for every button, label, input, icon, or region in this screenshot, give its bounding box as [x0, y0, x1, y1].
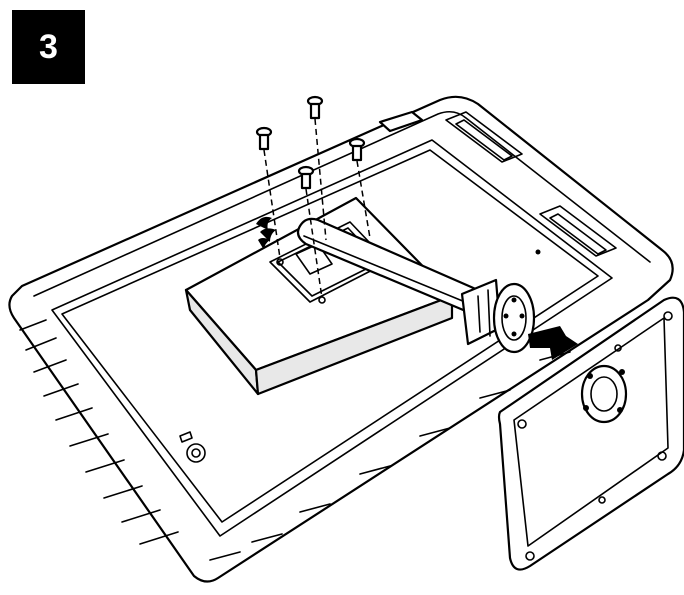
screw-4	[297, 165, 315, 190]
mounting-screws	[255, 95, 371, 299]
screw-2	[306, 95, 324, 120]
screw-1	[255, 126, 273, 151]
step-badge: 3	[12, 10, 85, 84]
insert-arrow	[528, 326, 578, 360]
step-number: 3	[39, 28, 58, 66]
stand-arm	[296, 217, 536, 354]
screw-3	[348, 137, 366, 162]
vesa-mount-plate	[497, 296, 684, 571]
corsair-logo	[256, 216, 276, 250]
stand-mount-base	[184, 196, 454, 396]
